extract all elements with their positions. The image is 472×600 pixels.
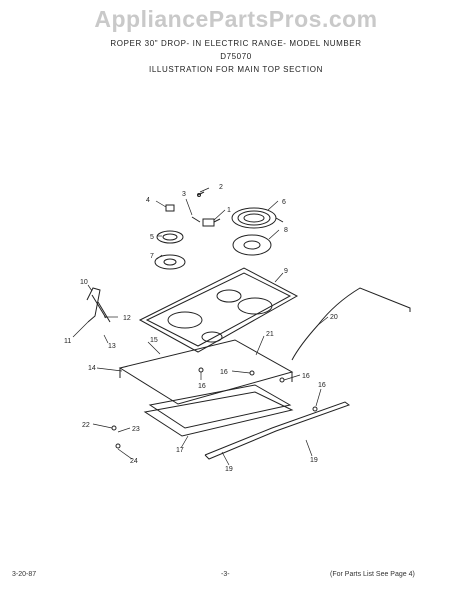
callout-16a: 16 — [198, 383, 206, 390]
leader-lines — [72, 187, 329, 466]
callout-labels: 2 3 4 1 5 6 8 7 9 10 12 11 13 15 21 20 1… — [64, 184, 338, 473]
callout-4: 4 — [146, 197, 150, 204]
callout-24: 24 — [130, 458, 138, 465]
mounting-screw — [197, 191, 205, 197]
callout-11: 11 — [64, 338, 71, 345]
callout-1: 1 — [227, 207, 231, 214]
side-bracket — [86, 287, 111, 323]
callout-12: 12 — [123, 315, 131, 322]
drip-bowl-small — [154, 254, 186, 270]
callout-19a: 19 — [225, 466, 233, 473]
footer-page-number: -3- — [221, 571, 230, 578]
callout-16d: 16 — [318, 382, 326, 389]
callout-6: 6 — [282, 199, 286, 206]
surface-element-small — [156, 230, 184, 244]
callout-20: 20 — [330, 314, 338, 321]
callout-7: 7 — [150, 253, 154, 260]
callout-5: 5 — [150, 234, 154, 241]
cooktop-main-top — [138, 267, 299, 353]
model-number: D75070 — [220, 52, 252, 61]
surface-element-large — [231, 207, 284, 229]
terminal-block — [191, 216, 221, 227]
callout-2: 2 — [219, 184, 223, 191]
drip-bowl-large — [232, 234, 272, 256]
callout-21: 21 — [266, 331, 274, 338]
callout-9: 9 — [284, 268, 288, 275]
callout-17: 17 — [176, 447, 184, 454]
callout-14: 14 — [88, 365, 96, 372]
callout-13: 13 — [108, 343, 116, 350]
watermark: AppliancePartsPros.com — [94, 6, 378, 32]
callout-16b: 16 — [220, 369, 228, 376]
callout-22: 22 — [82, 422, 90, 429]
callout-15: 15 — [150, 337, 158, 344]
callout-23: 23 — [132, 426, 140, 433]
footer-date: 3-20-87 — [12, 571, 37, 578]
callout-16c: 16 — [302, 373, 310, 380]
lower-frame — [118, 339, 294, 405]
footer-parts-list-note: (For Parts List See Page 4) — [330, 571, 415, 578]
element-receptacle — [165, 204, 175, 212]
diagram-subtitle: ILLUSTRATION FOR MAIN TOP SECTION — [149, 65, 323, 74]
wire-harness — [291, 287, 411, 361]
fastener-screws — [111, 367, 318, 449]
trim-strip — [204, 401, 351, 460]
callout-8: 8 — [284, 227, 288, 234]
callout-10: 10 — [80, 279, 88, 286]
callout-19b: 19 — [310, 457, 318, 464]
burner-box-tray — [143, 384, 294, 437]
diagram-title: ROPER 30" DROP- IN ELECTRIC RANGE- MODEL… — [110, 39, 362, 48]
callout-3: 3 — [182, 191, 186, 198]
